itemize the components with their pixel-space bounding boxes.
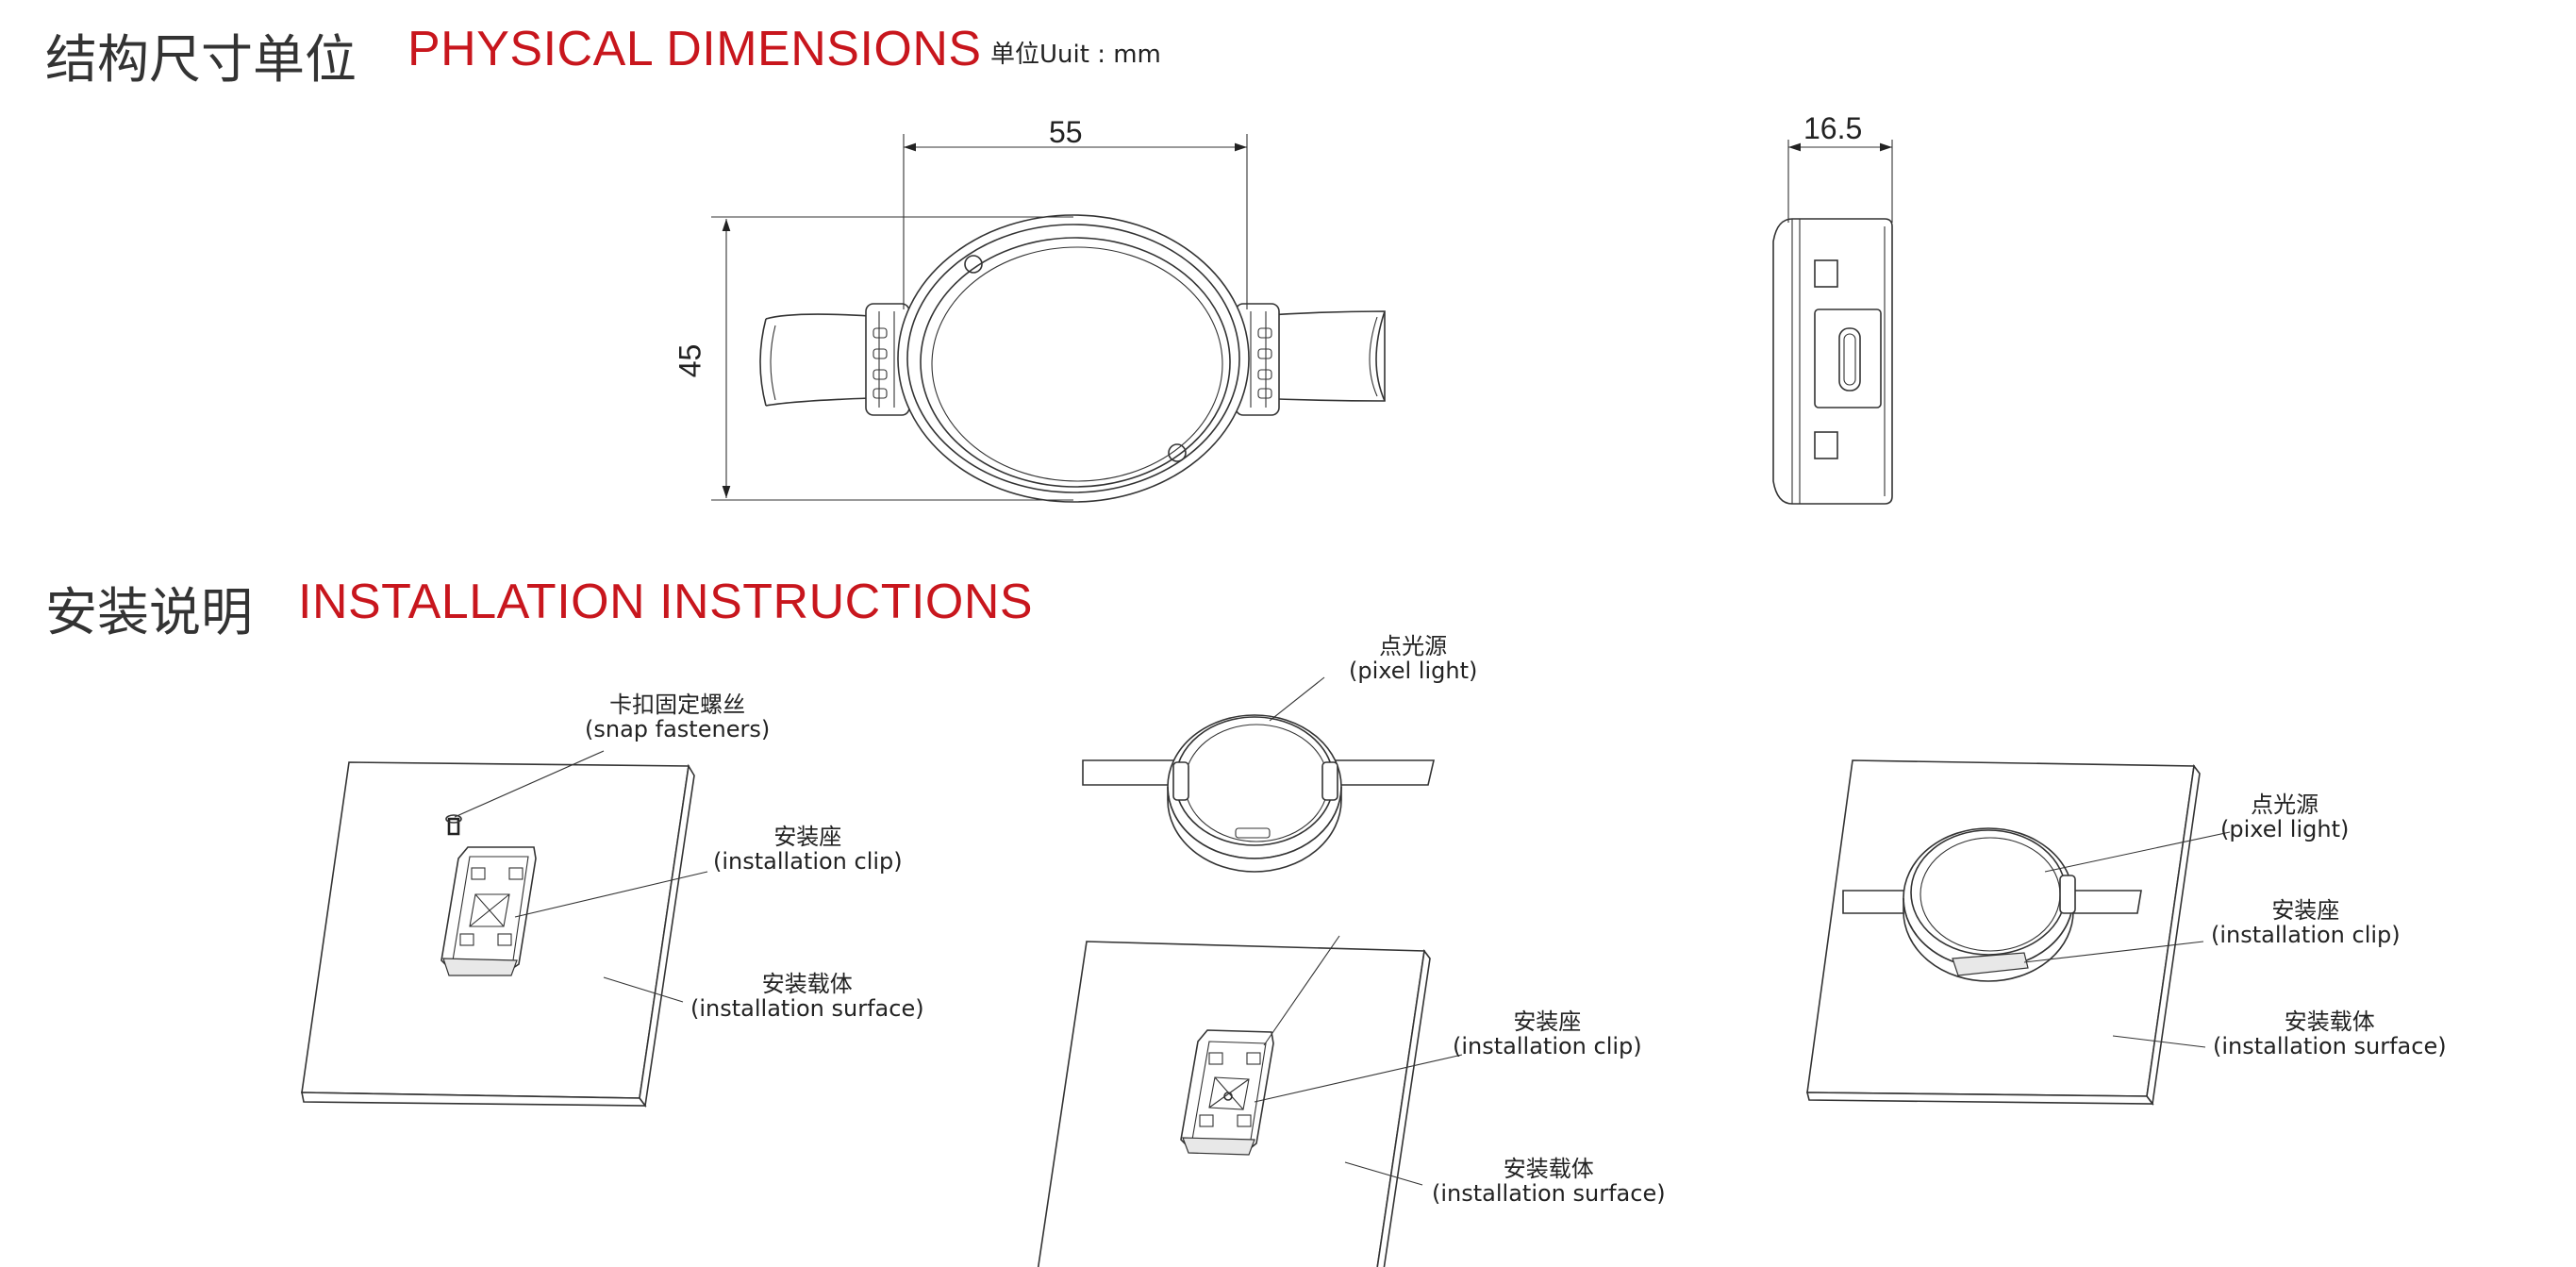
step1-surface-en: (installation surface) [690, 995, 924, 1022]
side-view-drawing [1772, 140, 1893, 505]
step1-surface-cn: 安装载体 [761, 971, 853, 997]
step3-surface-label: 安装载体 (installation surface) [2213, 1009, 2447, 1059]
step3-surface-en: (installation surface) [2213, 1033, 2447, 1059]
step3-drawing [1805, 759, 2231, 1107]
step2-surface-cn: 安装载体 [1503, 1156, 1594, 1182]
step3-clip-en: (installation clip) [2211, 922, 2401, 948]
step2-surface-label: 安装载体 (installation surface) [1432, 1157, 1666, 1206]
step3-clip-cn: 安装座 [2271, 897, 2340, 924]
step1-clip-label: 安装座 (installation clip) [713, 825, 903, 874]
step3-light-label: 点光源 (pixel light) [2220, 792, 2349, 842]
step2-drawing [1037, 676, 1463, 1267]
step3-clip-label: 安装座 (installation clip) [2211, 898, 2401, 947]
physical-title-cn: 结构尺寸单位 [45, 29, 357, 90]
step1-fastener-cn: 卡扣固定螺丝 [609, 692, 746, 718]
height-dimension [711, 216, 1073, 501]
step2-light-en: (pixel light) [1349, 658, 1478, 684]
step3-light-en: (pixel light) [2220, 816, 2350, 842]
step1-fastener-en: (snap fasteners) [585, 716, 771, 742]
width-dimension [903, 134, 1248, 309]
step1-clip-en: (installation clip) [713, 848, 903, 875]
front-view-drawing [759, 214, 1386, 503]
width-dimension-label: 55 [1049, 115, 1083, 149]
depth-dimension-label: 16.5 [1803, 111, 1863, 145]
step2-light-label: 点光源 (pixel light) [1349, 634, 1477, 683]
step3-surface-cn: 安装载体 [2284, 1009, 2375, 1035]
step2-light-cn: 点光源 [1379, 633, 1448, 659]
step2-surface-en: (installation surface) [1432, 1180, 1666, 1207]
step2-clip-en: (installation clip) [1453, 1033, 1642, 1059]
step2-clip-label: 安装座 (installation clip) [1453, 1009, 1642, 1059]
unit-label: 单位Uuit : mm [990, 41, 1161, 69]
height-dimension-label: 45 [673, 343, 707, 378]
physical-title-en: PHYSICAL DIMENSIONS [407, 22, 982, 76]
step1-surface-label: 安装载体 (installation surface) [690, 972, 924, 1021]
installation-title-cn: 安装说明 [45, 582, 254, 642]
step1-fastener-label: 卡扣固定螺丝 (snap fasteners) [585, 692, 770, 742]
step2-clip-cn: 安装座 [1513, 1009, 1582, 1035]
installation-title-en: INSTALLATION INSTRUCTIONS [298, 575, 1034, 629]
step3-light-cn: 点光源 [2251, 792, 2319, 818]
step1-clip-cn: 安装座 [773, 824, 842, 850]
step1-drawing [301, 750, 708, 1109]
